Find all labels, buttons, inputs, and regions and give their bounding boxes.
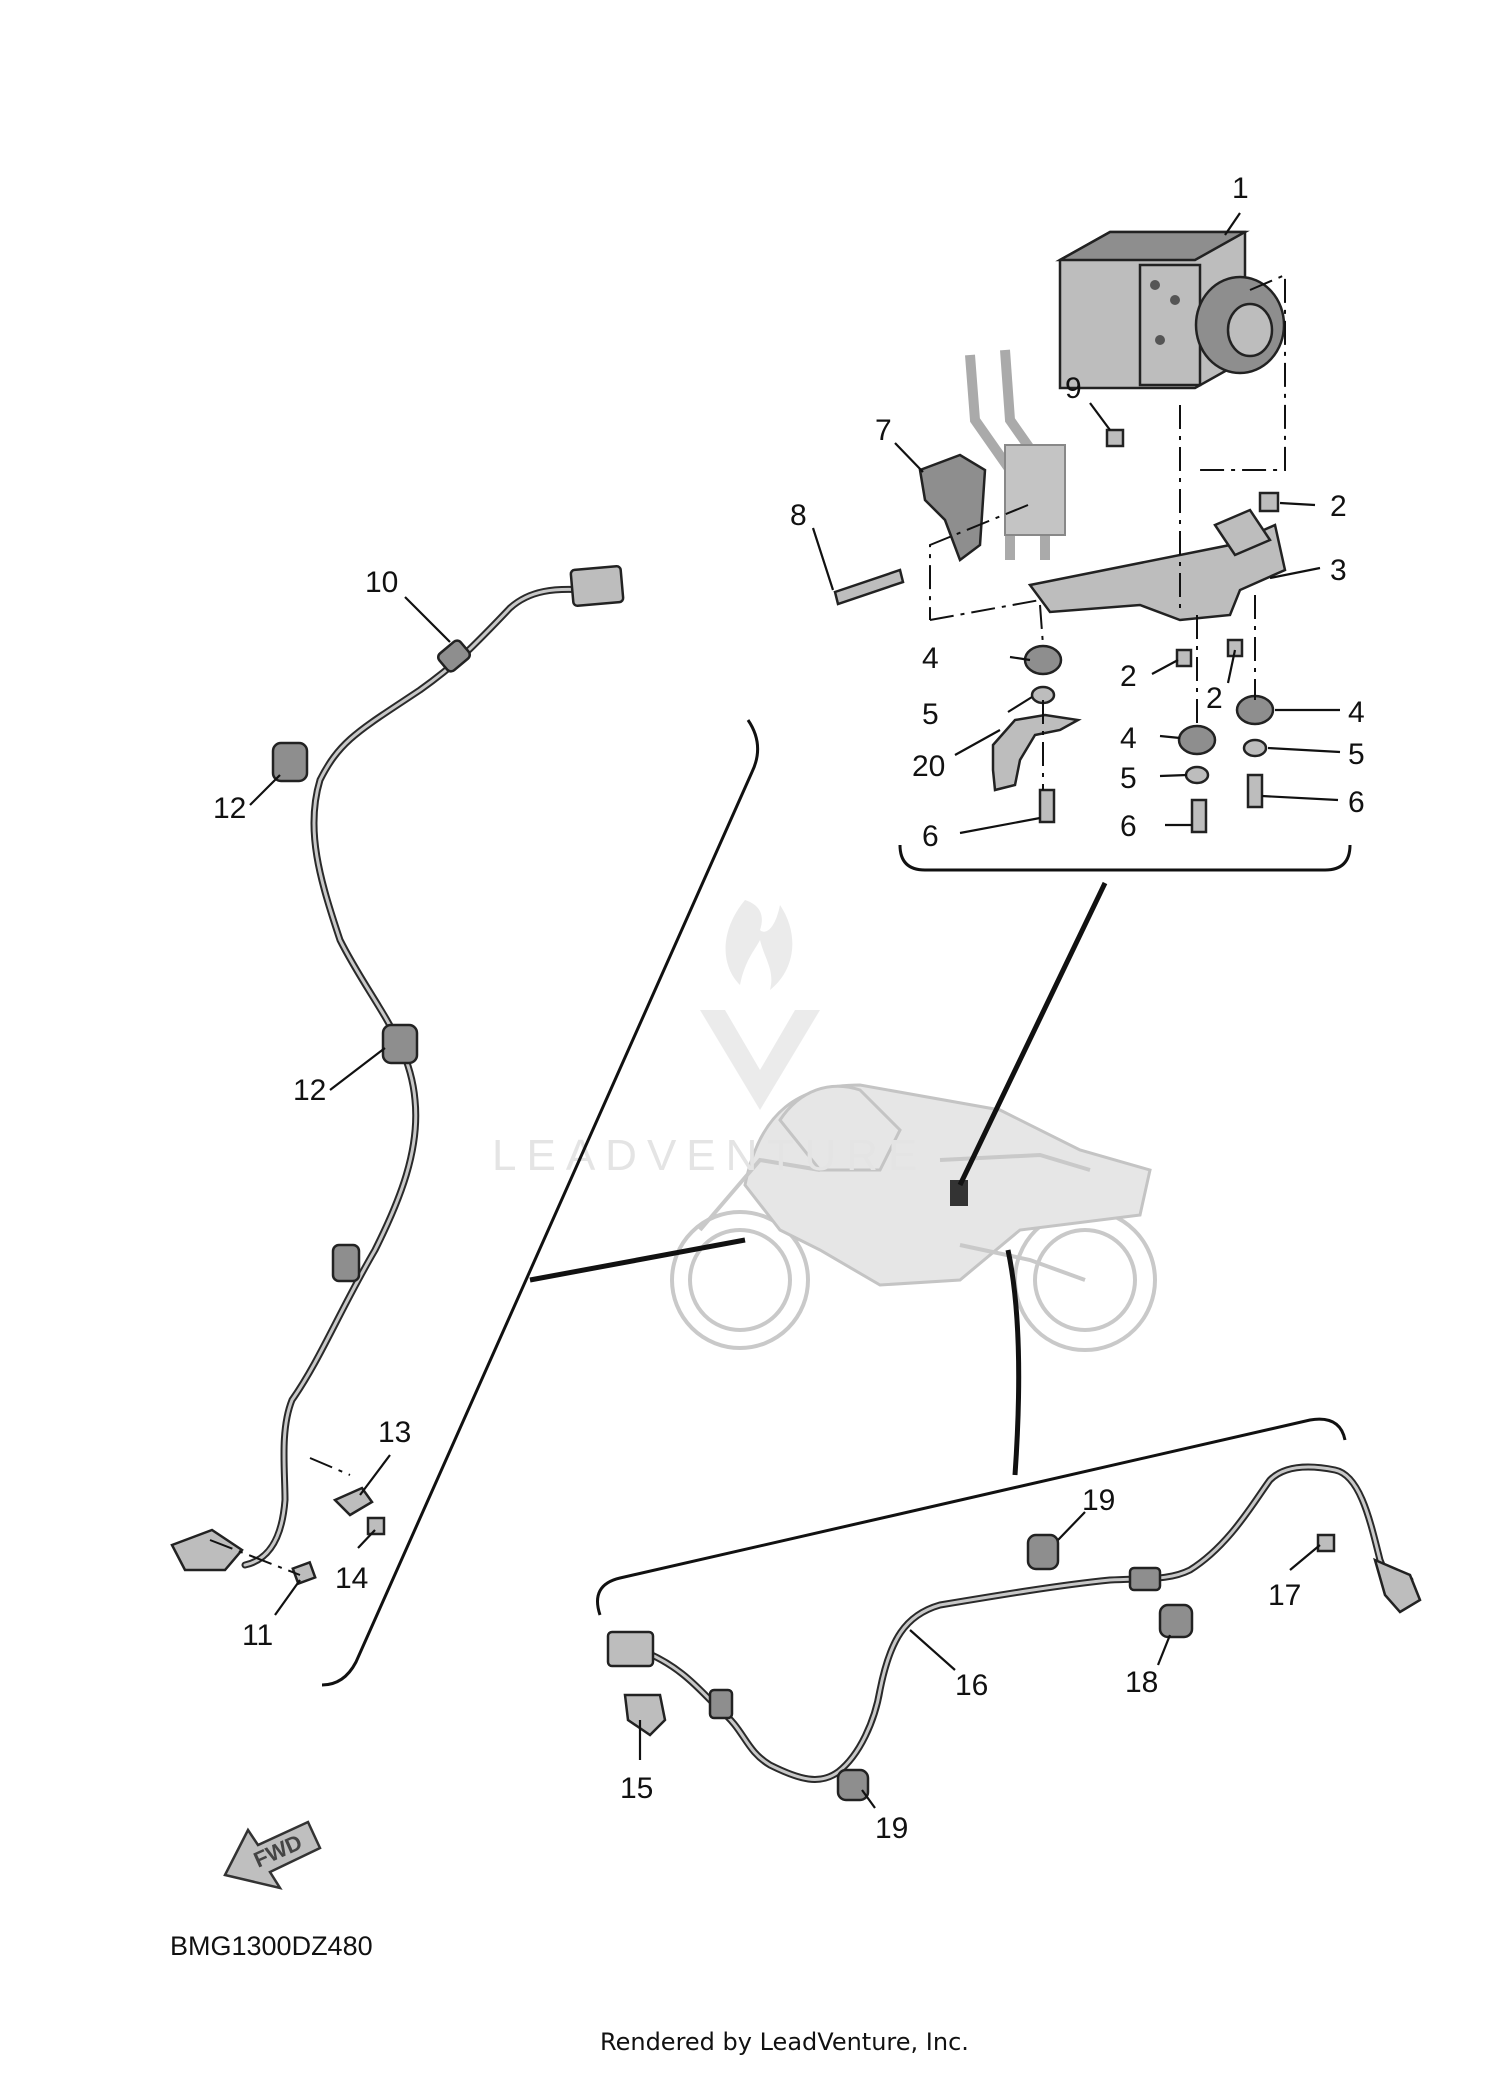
callout-8: 8 [790,499,807,532]
diagram-part-number: BMG1300DZ480 [170,1931,373,1961]
callout-12: 12 [213,792,246,825]
fwd-direction-arrow: FWD [223,1820,322,1890]
callout-5: 5 [1348,738,1365,771]
callout-6: 6 [922,820,939,853]
callout-5: 5 [922,698,939,731]
callout-15: 15 [620,1772,653,1805]
callout-16: 16 [955,1669,988,1702]
motorcycle-illustration [670,1083,1157,1352]
callout-12: 12 [293,1074,326,1107]
callout-2: 2 [1120,660,1137,693]
callout-4: 4 [1348,696,1365,729]
callout-2: 2 [1330,490,1347,523]
rear-wheel-sensor-lead [606,1463,1422,1802]
callout-13: 13 [378,1416,411,1449]
callout-6: 6 [1120,810,1137,843]
callout-19: 19 [1082,1484,1115,1517]
callout-20: 20 [912,750,945,783]
callout-18: 18 [1125,1666,1158,1699]
callout-7: 7 [875,414,892,447]
callout-4: 4 [1120,722,1137,755]
callout-4: 4 [922,642,939,675]
leader-lines [249,212,1341,1809]
alignment-lines [929,273,1286,790]
abs-hydraulic-unit [1055,230,1286,390]
callout-9: 9 [1065,372,1082,405]
callout-labels: 1 2 3 2 2 4 5 20 4 5 6 4 5 6 6 9 7 8 10 … [213,172,1365,1845]
render-credit: Rendered by LeadVenture, Inc. [600,2028,969,2056]
callout-19: 19 [875,1812,908,1845]
watermark-text: LEADVENTURE [492,1131,927,1180]
callout-5: 5 [1120,762,1137,795]
callout-1: 1 [1232,172,1249,205]
brake-pipes [965,349,1066,560]
front-wheel-sensor-lead [170,564,625,1586]
callout-3: 3 [1330,554,1347,587]
callout-6: 6 [1348,786,1365,819]
callout-10: 10 [365,566,398,599]
callout-14: 14 [335,1562,368,1595]
callout-11: 11 [242,1619,273,1652]
abs-mounting-bracket [833,428,1287,834]
callout-2: 2 [1206,682,1223,715]
section-brackets [321,719,1352,1687]
callout-17: 17 [1268,1579,1301,1612]
watermark-logo: LEADVENTURE [492,900,927,1180]
